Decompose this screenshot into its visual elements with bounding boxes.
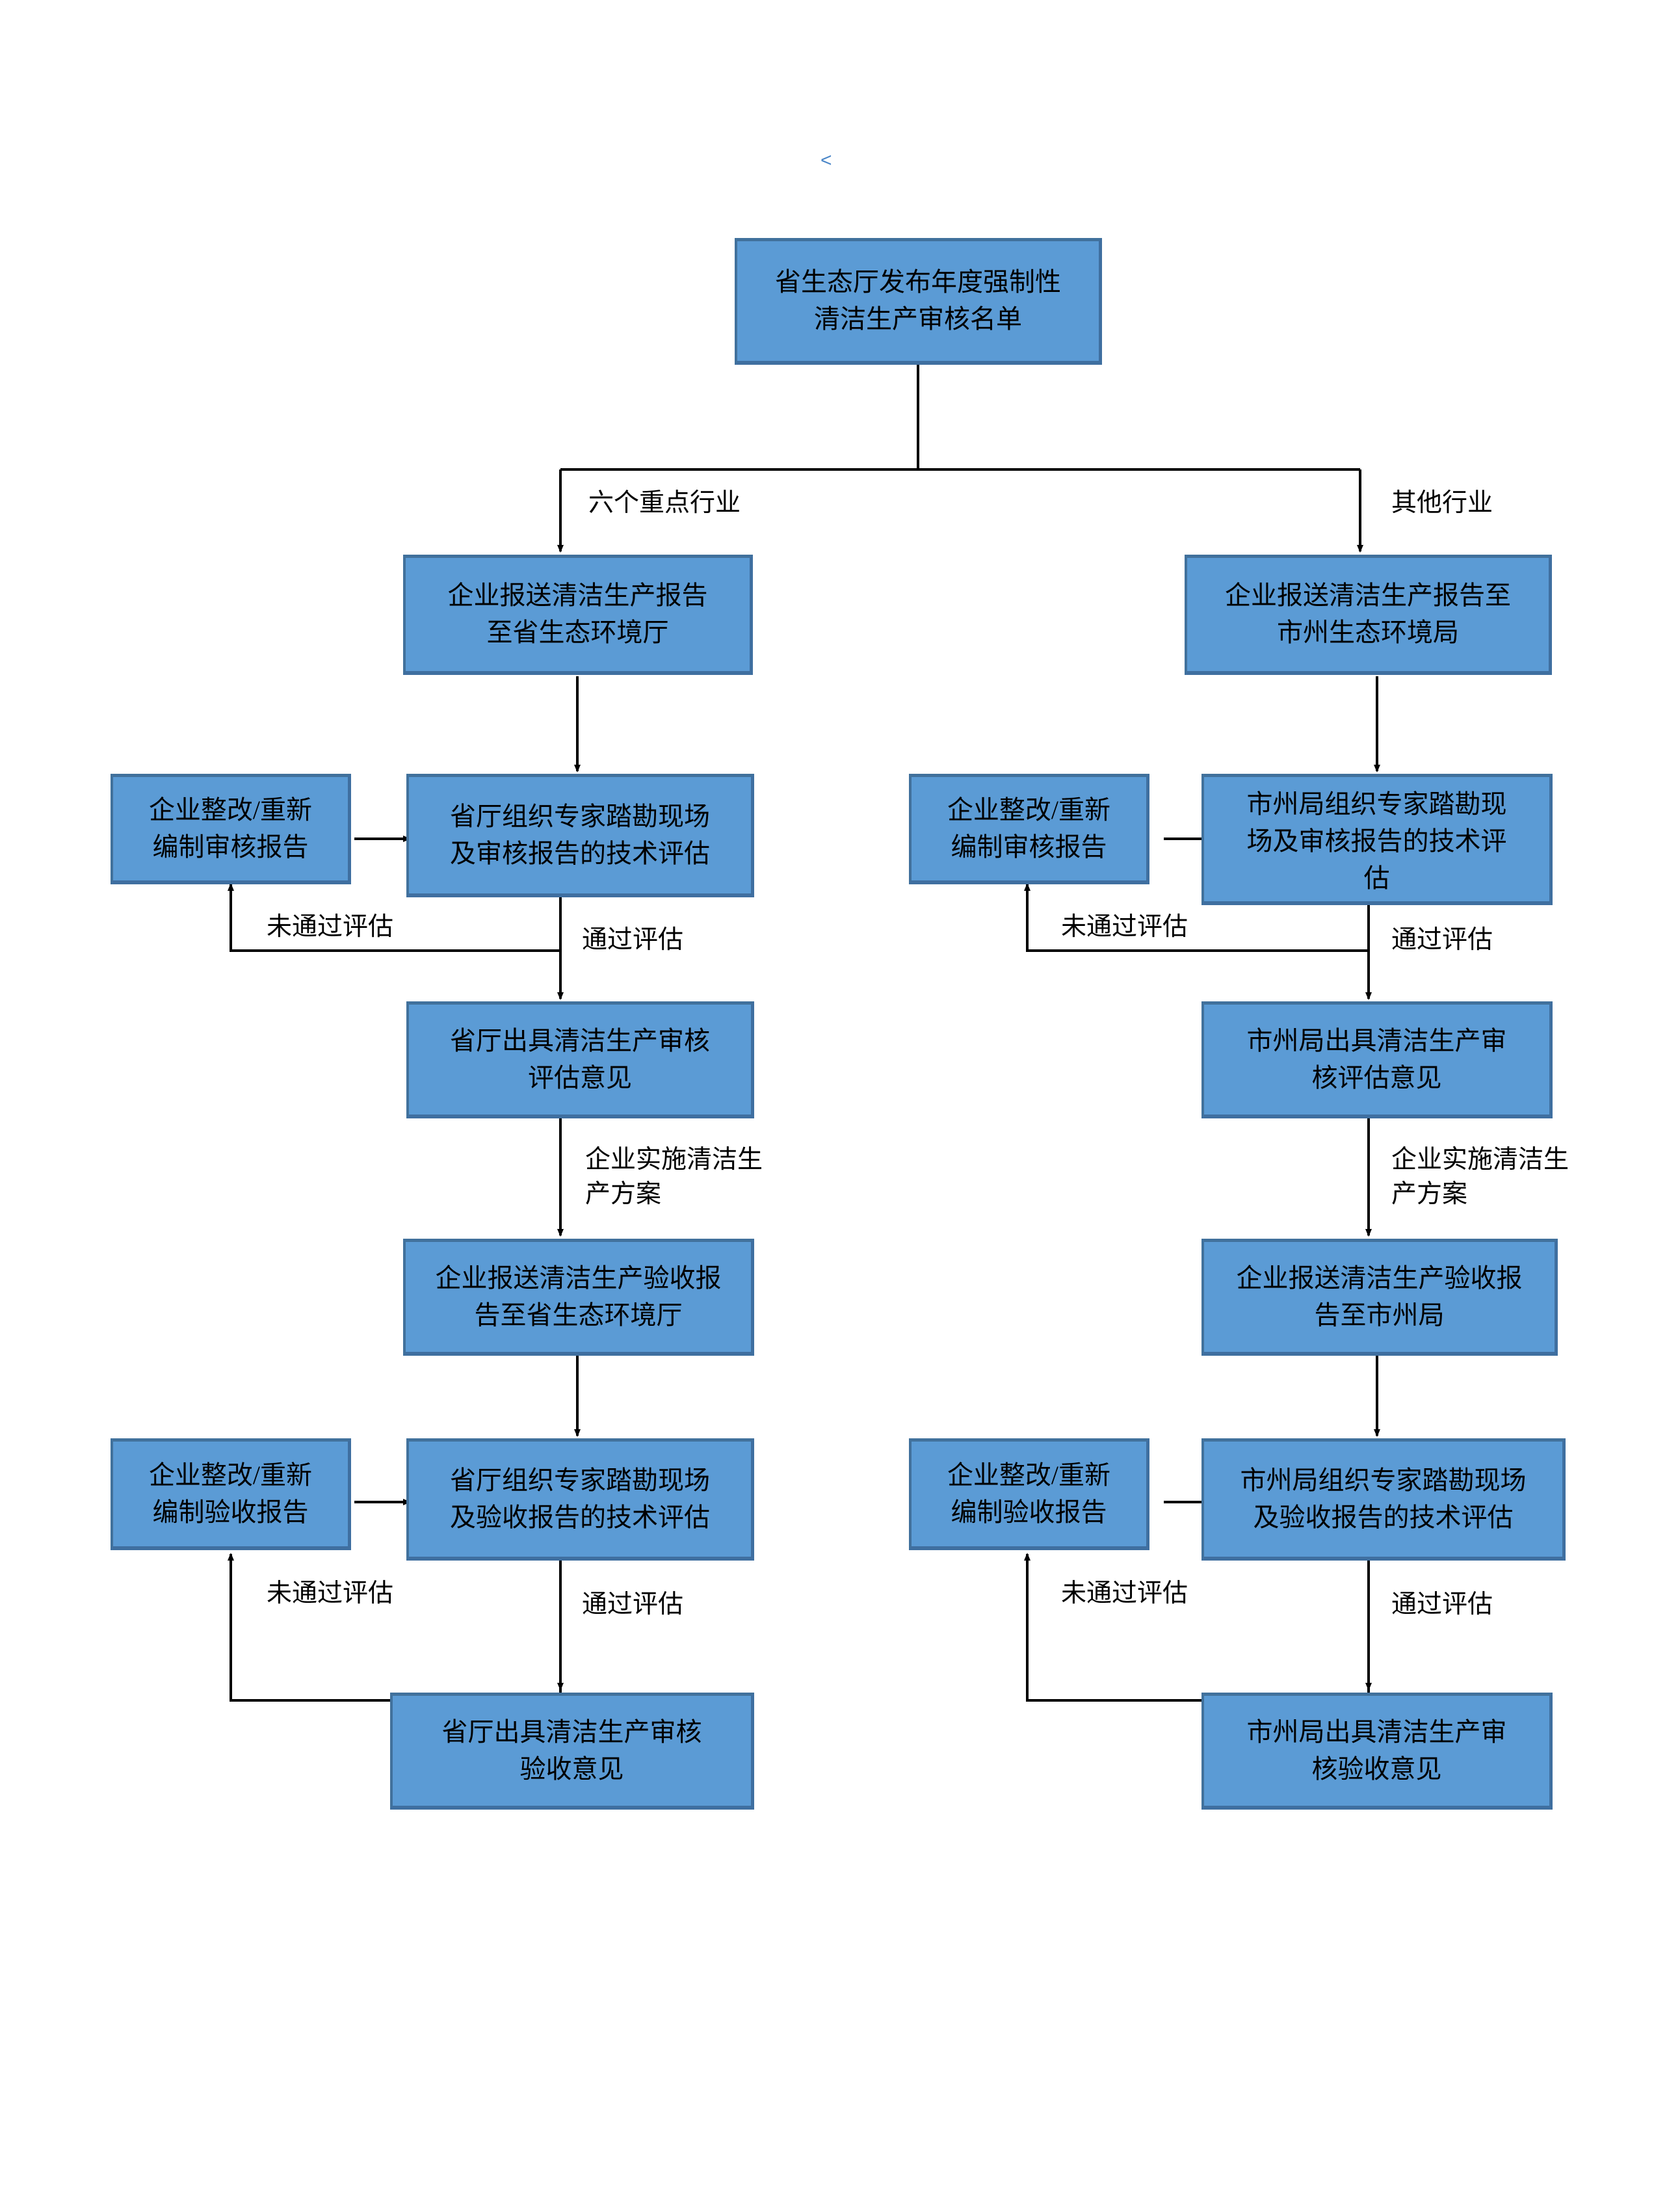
node-right-submit-acceptance-report[interactable]: 企业报送清洁生产验收报 告至市州局 — [1201, 1239, 1558, 1356]
node-label: 企业整改/重新 编制审核报告 — [947, 795, 1111, 862]
node-label: 市州局出具清洁生产审 核评估意见 — [1246, 1025, 1507, 1092]
node-label: 企业整改/重新 编制验收报告 — [148, 1460, 313, 1527]
node-right-audit-evaluation-opinion[interactable]: 市州局出具清洁生产审 核评估意见 — [1201, 1001, 1553, 1118]
node-right-acceptance-opinion[interactable]: 市州局出具清洁生产审 核验收意见 — [1201, 1693, 1553, 1810]
node-right-expert-acceptance-review[interactable]: 市州局组织专家踏勘现场 及验收报告的技术评估 — [1201, 1438, 1566, 1561]
node-right-rectify-audit-report[interactable]: 企业整改/重新 编制审核报告 — [909, 774, 1149, 884]
node-left-audit-evaluation-opinion[interactable]: 省厅出具清洁生产审核 评估意见 — [406, 1001, 754, 1118]
node-label: 市州局组织专家踏勘现 场及审核报告的技术评 估 — [1246, 789, 1507, 893]
label-right-implement-plan: 企业实施清洁生 产方案 — [1391, 1146, 1569, 1208]
label-left-audit-fail: 未通过评估 — [267, 913, 394, 941]
node-left-acceptance-opinion[interactable]: 省厅出具清洁生产审核 验收意见 — [390, 1693, 754, 1810]
node-label: 市州局组织专家踏勘现场 及验收报告的技术评估 — [1240, 1465, 1527, 1532]
branch-label-six-key-industries: 六个重点行业 — [588, 489, 741, 517]
node-left-submit-acceptance-report[interactable]: 企业报送清洁生产验收报 告至省生态环境厅 — [403, 1239, 754, 1356]
node-right-submit-audit-report[interactable]: 企业报送清洁生产报告至 市州生态环境局 — [1185, 555, 1552, 675]
node-label: 企业报送清洁生产验收报 告至市州局 — [1236, 1263, 1523, 1330]
node-left-expert-acceptance-review[interactable]: 省厅组织专家踏勘现场 及验收报告的技术评估 — [406, 1438, 754, 1561]
label-left-acceptance-pass: 通过评估 — [582, 1590, 684, 1618]
node-left-submit-audit-report[interactable]: 企业报送清洁生产报告 至省生态环境厅 — [403, 555, 753, 675]
node-label: 省厅组织专家踏勘现场 及审核报告的技术评估 — [450, 801, 710, 868]
label-right-acceptance-fail: 未通过评估 — [1061, 1579, 1188, 1607]
node-left-rectify-audit-report[interactable]: 企业整改/重新 编制审核报告 — [111, 774, 351, 884]
node-label: 省厅出具清洁生产审核 验收意见 — [441, 1717, 702, 1784]
node-label: 企业整改/重新 编制验收报告 — [947, 1460, 1111, 1527]
branch-label-other-industries: 其他行业 — [1391, 489, 1493, 517]
node-left-expert-audit-review[interactable]: 省厅组织专家踏勘现场 及审核报告的技术评估 — [406, 774, 754, 897]
node-label: 企业整改/重新 编制审核报告 — [148, 795, 313, 862]
label-right-audit-fail: 未通过评估 — [1061, 913, 1188, 941]
node-label: 省厅出具清洁生产审核 评估意见 — [450, 1025, 710, 1092]
node-label: 省厅组织专家踏勘现场 及验收报告的技术评估 — [450, 1465, 710, 1532]
node-right-rectify-acceptance-report[interactable]: 企业整改/重新 编制验收报告 — [909, 1438, 1149, 1550]
stray-chevron-mark: < — [820, 150, 832, 171]
node-label: 省生态厅发布年度强制性 清洁生产审核名单 — [775, 267, 1061, 334]
node-right-expert-audit-review[interactable]: 市州局组织专家踏勘现 场及审核报告的技术评 估 — [1201, 774, 1553, 905]
node-provincial-annual-list[interactable]: 省生态厅发布年度强制性 清洁生产审核名单 — [735, 238, 1102, 365]
node-label: 企业报送清洁生产报告至 市州生态环境局 — [1225, 581, 1511, 647]
node-label: 企业报送清洁生产报告 至省生态环境厅 — [447, 581, 708, 647]
node-label: 企业报送清洁生产验收报 告至省生态环境厅 — [435, 1263, 722, 1330]
label-right-acceptance-pass: 通过评估 — [1391, 1590, 1493, 1618]
label-left-implement-plan: 企业实施清洁生 产方案 — [585, 1146, 763, 1208]
label-right-audit-pass: 通过评估 — [1391, 926, 1493, 954]
node-left-rectify-acceptance-report[interactable]: 企业整改/重新 编制验收报告 — [111, 1438, 351, 1550]
label-left-audit-pass: 通过评估 — [582, 926, 684, 954]
label-left-acceptance-fail: 未通过评估 — [267, 1579, 394, 1607]
node-label: 市州局出具清洁生产审 核验收意见 — [1246, 1717, 1507, 1784]
